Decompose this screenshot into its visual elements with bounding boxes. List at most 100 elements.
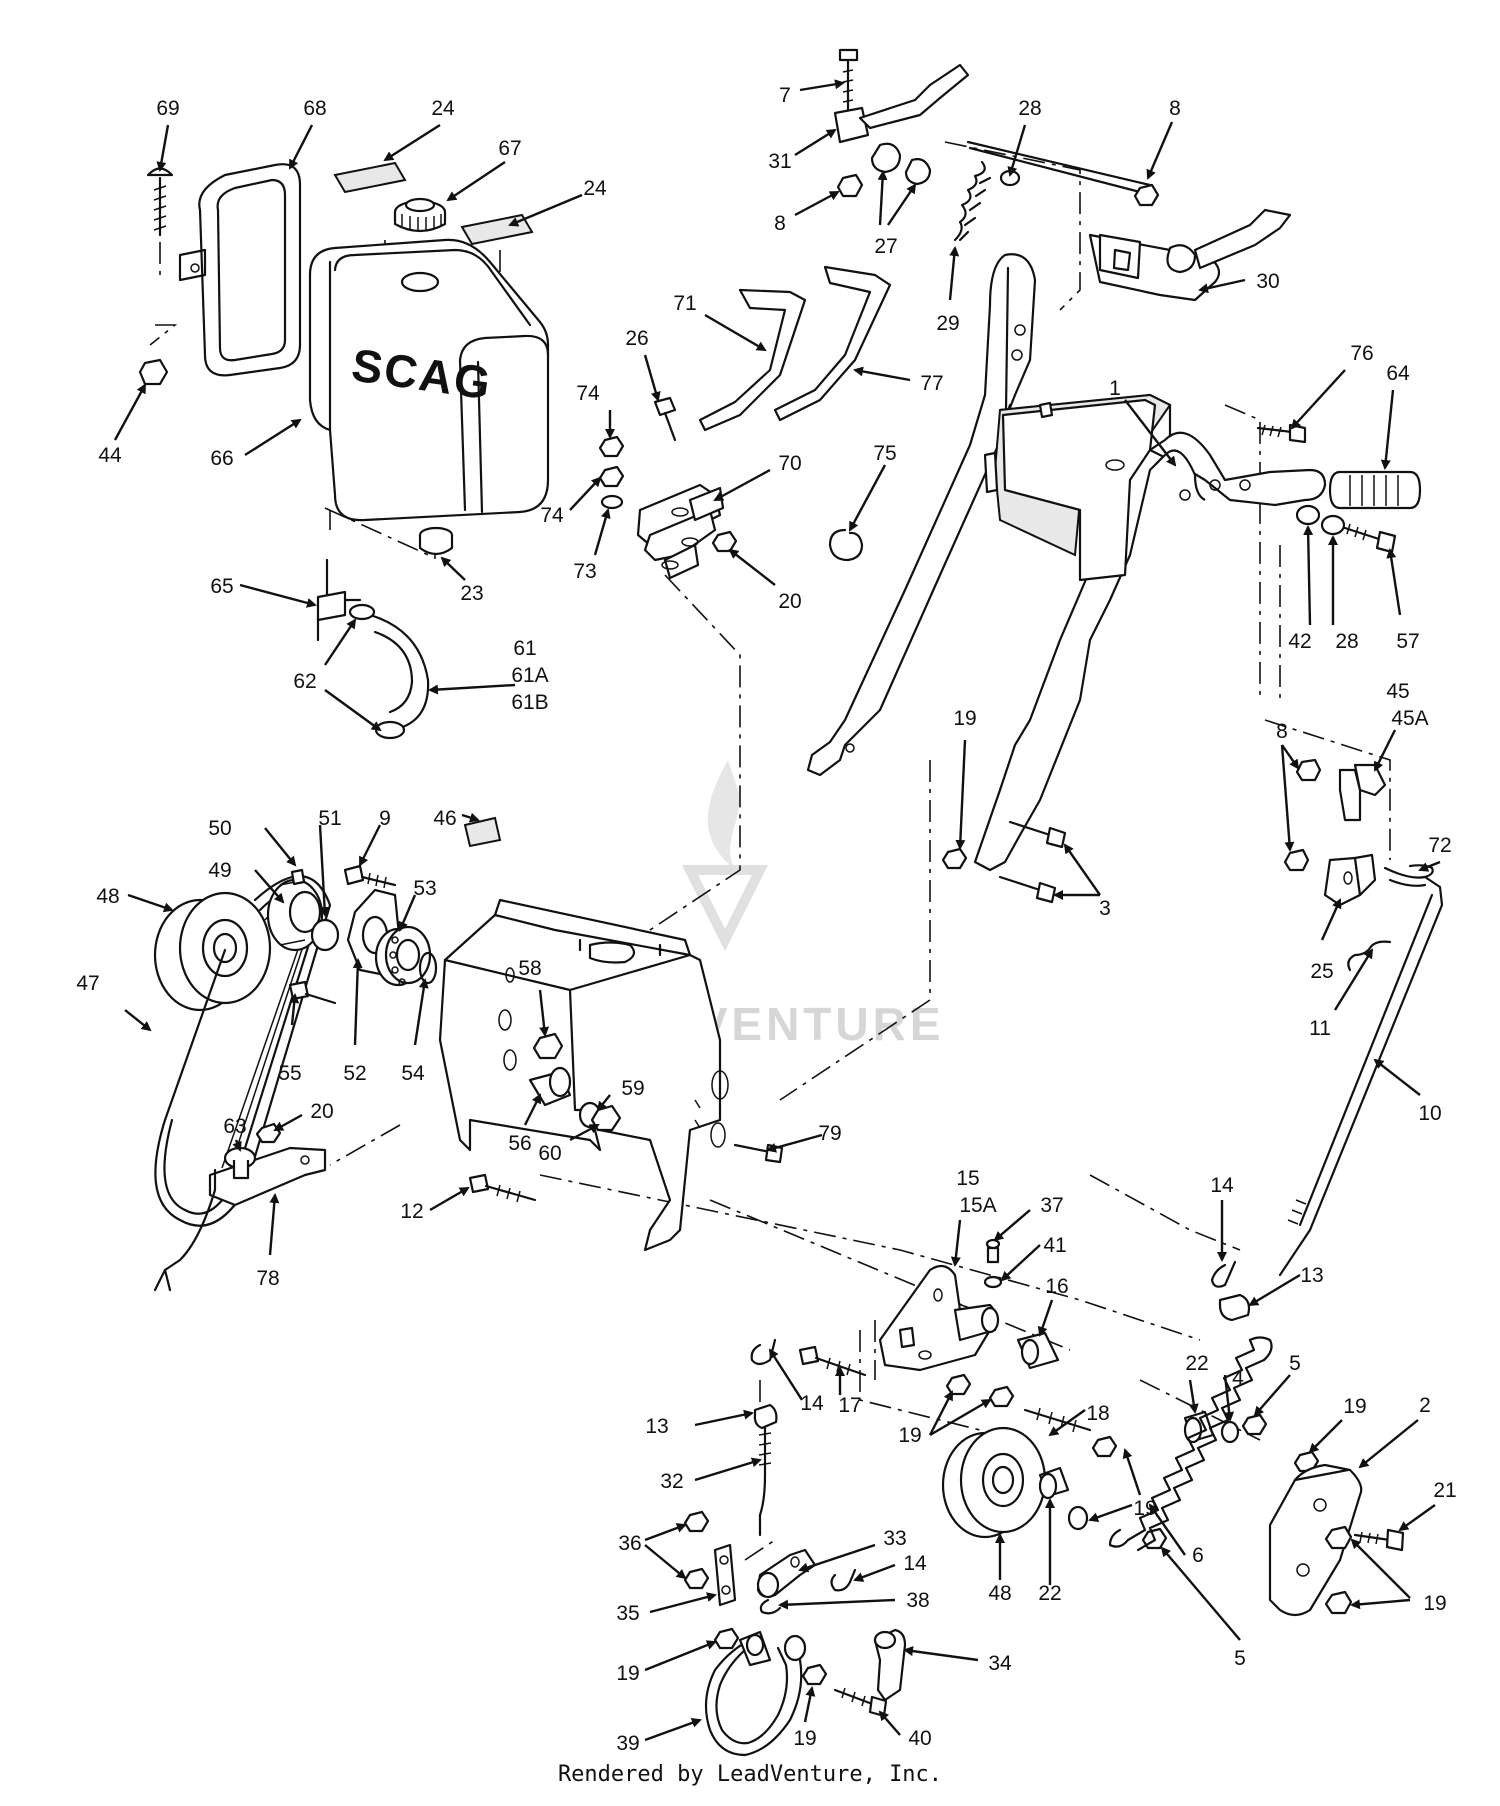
callout-9: 9 [379,807,391,830]
idler-arm-15 [878,1264,1000,1372]
callout-19-c: 19 [1343,1395,1366,1418]
callout-46: 46 [433,807,456,830]
callout-12: 12 [400,1200,423,1223]
footer-credit: Rendered by LeadVenture, Inc. [557,1762,943,1787]
callout-7: 7 [779,84,791,107]
callout-2: 2 [1419,1394,1431,1417]
nut-19-d [1091,1435,1118,1458]
callout-52: 52 [343,1062,366,1085]
callout-13-b: 13 [645,1415,668,1438]
callout-42: 42 [1288,630,1311,653]
callout-18: 18 [1086,1402,1109,1425]
spring-29 [953,160,992,242]
callout-66: 66 [210,447,233,470]
callout-19-g: 19 [793,1727,816,1750]
nut-20-a [711,530,738,553]
fuel-tank-strap [178,163,302,377]
mount-plate-2 [1268,1463,1363,1617]
callout-leaders [113,79,1441,1742]
callout-38: 38 [906,1589,929,1612]
nut-60 [590,1104,622,1132]
callout-31: 31 [768,150,791,173]
callout-19-b: 19 [898,1424,921,1447]
callout-19-e: 19 [1423,1592,1446,1615]
spacer-22-a [1038,1466,1070,1500]
callout-74-a: 74 [576,382,600,405]
bolt-9 [343,864,397,889]
callout-35: 35 [616,1602,639,1625]
handle-grip [1328,470,1422,510]
callout-64: 64 [1386,362,1410,385]
callout-14-b: 14 [800,1392,824,1415]
washer-19-e [1067,1505,1089,1531]
callout-19-f: 19 [616,1662,639,1685]
callout-58: 58 [518,957,541,980]
bolt-12 [468,1173,537,1203]
tank-filler-neck [400,271,440,293]
bracket-56 [528,1066,572,1107]
callout-69: 69 [156,97,179,120]
callout-13-a: 13 [1300,1264,1323,1287]
bolt-18 [1023,1407,1092,1433]
clip-38 [759,1598,782,1615]
callout-48-b: 48 [988,1582,1011,1605]
callout-29: 29 [936,312,959,335]
washer-41 [983,1275,1003,1289]
throttle-bracket-70 [636,483,725,580]
fuel-hose [348,603,430,740]
pulley-48-left [153,891,272,1012]
callout-4: 4 [1232,1367,1244,1390]
washer-4 [1220,1420,1240,1444]
callout-25: 25 [1310,960,1333,983]
clip-75 [828,528,864,562]
assembly-lines [149,141,1391,1561]
nut-8-a [1295,758,1322,782]
nut-19-c [988,1385,1015,1408]
bolt-69 [146,167,174,237]
callout-19-a: 19 [953,707,976,730]
grease-fitting-37 [985,1238,1001,1264]
brake-bracket-78 [153,1146,327,1292]
pivot-34 [873,1628,907,1702]
washer-42 [1295,504,1321,526]
callout-50: 50 [208,817,231,840]
callout-30: 30 [1256,270,1279,293]
nut-19-j [801,1663,828,1686]
callout-78: 78 [256,1267,279,1290]
callout-17: 17 [838,1394,861,1417]
callout-33: 33 [883,1527,906,1550]
callout-72: 72 [1428,834,1451,857]
fuel-tank: SCAG [308,238,550,522]
callout-32: 32 [660,1470,683,1493]
spacer-16 [1016,1331,1060,1370]
fuel-cap [393,197,447,233]
callout-73: 73 [573,560,596,583]
callout-74-b: 74 [540,504,564,527]
callout-61b: 61B [511,691,548,714]
callout-23: 23 [460,582,483,605]
callout-14-c: 14 [903,1552,927,1575]
callout-28-b: 28 [1335,630,1358,653]
bolt-3-a [1008,820,1067,849]
bolt-55 [288,980,337,1005]
control-bracket-30 [966,140,1292,302]
bearing-53 [374,925,432,987]
callout-71: 71 [673,292,696,315]
tank-bushing [418,526,454,556]
callout-60: 60 [538,1142,561,1165]
callout-37: 37 [1040,1194,1063,1217]
spacer-22-b [1183,1410,1215,1444]
callout-45a: 45A [1391,707,1428,730]
callout-76: 76 [1350,342,1373,365]
nut-36-a [683,1510,710,1533]
callout-11: 11 [1309,1017,1331,1040]
callout-68: 68 [303,97,326,120]
callout-77: 77 [920,372,943,395]
callout-8-c: 8 [1276,720,1288,743]
nut-19-handle [941,847,968,870]
callout-20-b: 20 [310,1100,333,1123]
brake-band-39 [704,1630,807,1757]
callout-41: 41 [1043,1234,1066,1257]
main-housing [438,898,729,1252]
